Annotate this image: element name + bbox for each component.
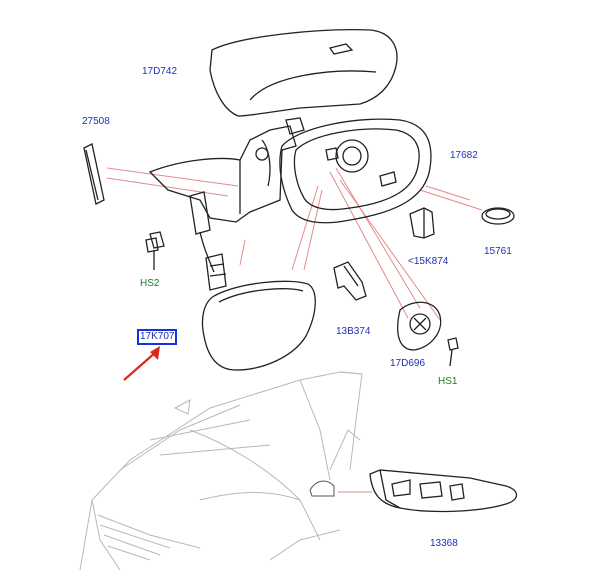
- label-k874[interactable]: <15K874: [408, 256, 449, 267]
- label-17d696[interactable]: 17D696: [390, 358, 426, 369]
- hs2-screw-part: [145, 231, 165, 270]
- housing-part: [279, 118, 432, 224]
- p15761-cap-part: [481, 207, 515, 225]
- label-15761[interactable]: 15761: [484, 246, 512, 257]
- label-housing[interactable]: 17682: [450, 150, 478, 161]
- label-indicator[interactable]: 13368: [430, 538, 458, 549]
- k874-clip-part: [409, 207, 435, 239]
- label-seal-27508[interactable]: 27508: [82, 116, 110, 127]
- label-13b374[interactable]: 13B374: [336, 326, 371, 337]
- indicator-part: [369, 469, 518, 513]
- mirror-cap-part: [209, 29, 398, 117]
- seal-27508-part: [83, 143, 105, 205]
- vehicle-outline: [79, 371, 363, 571]
- label-hs1[interactable]: HS1: [438, 376, 458, 387]
- label-hs2[interactable]: HS2: [140, 278, 160, 289]
- b374-bracket-part: [333, 261, 367, 301]
- label-glass-selected[interactable]: 17K707: [137, 329, 178, 345]
- label-mirror-cap[interactable]: 17D742: [142, 66, 178, 77]
- pointer-arrow: [123, 346, 160, 381]
- glass-part: [201, 280, 316, 371]
- d696-motor-part: [397, 301, 442, 351]
- mirror-base-part: [148, 117, 305, 291]
- hs1-screw-part: [447, 337, 459, 367]
- leader-lines: [106, 167, 483, 493]
